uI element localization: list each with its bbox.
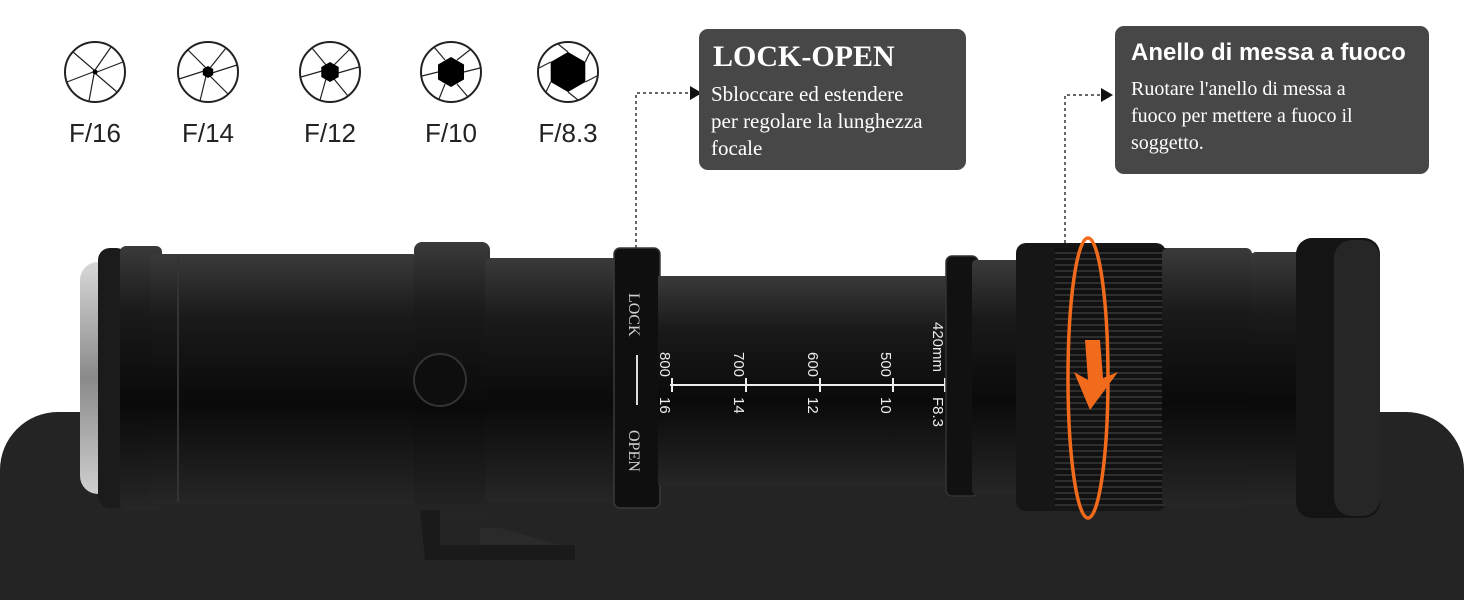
focus-callout-connector: [1064, 88, 1113, 243]
mid-barrel: [485, 258, 620, 502]
aperture-label: F/10: [424, 118, 478, 148]
aperture-item: F/16: [55, 40, 135, 149]
zoom-mark-aperture: 16: [656, 397, 673, 414]
focus-ring-callout: Anello di messa a fuoco Ruotare l'anello…: [1115, 26, 1429, 174]
aperture-label: F/12: [303, 118, 357, 148]
lock-open-description: Sbloccare ed estendere per regolare la l…: [711, 81, 954, 162]
aperture-item: F/8.3: [528, 40, 608, 149]
zoom-mark-focal: 600: [804, 352, 821, 377]
lock-open-callout: LOCK-OPEN Sbloccare ed estendere per reg…: [699, 29, 966, 170]
aperture-label: F/14: [181, 118, 235, 148]
description-line: per regolare la lunghezza: [711, 109, 923, 133]
focal-length-scale: 800 16 700 14 600 12 500 10 420mm F8.3: [656, 322, 946, 427]
aperture-icon-f14: [177, 41, 239, 103]
aperture-item: F/14: [168, 40, 248, 149]
aperture-icon-f16: [64, 41, 126, 103]
zoom-mark-focal: 420mm: [929, 322, 946, 372]
rear-barrel: [150, 254, 420, 504]
focus-rotation-arrow-icon: [1066, 236, 1118, 520]
zoom-mark-aperture: 10: [877, 397, 894, 414]
zoom-mark-aperture: 14: [730, 397, 747, 414]
lock-callout-connector: [635, 86, 702, 248]
focus-ring-description: Ruotare l'anello di messa a fuoco per me…: [1131, 76, 1413, 157]
zoom-mark-focal: 800: [656, 352, 673, 377]
aperture-icon-f12: [299, 41, 361, 103]
aperture-label: F/16: [68, 118, 122, 148]
zoom-tube: [658, 276, 953, 486]
zoom-mark-aperture: F8.3: [929, 397, 946, 427]
aperture-icon-f8-3: [537, 41, 599, 103]
open-label: OPEN: [625, 430, 642, 472]
description-line: soggetto.: [1131, 132, 1204, 154]
aperture-label: F/8.3: [538, 118, 598, 148]
lens-mount: [80, 246, 162, 510]
focus-ring: [1016, 243, 1252, 511]
description-line: Ruotare l'anello di messa a: [1131, 78, 1346, 100]
aperture-item: F/12: [290, 40, 370, 149]
zoom-mark-focal: 500: [877, 352, 894, 377]
lock-label: LOCK: [625, 293, 642, 337]
lock-open-ring: LOCK OPEN: [613, 247, 661, 509]
description-line: focale: [711, 136, 763, 160]
aperture-item: F/10: [411, 40, 491, 149]
description-line: fuoco per mettere a fuoco il: [1131, 105, 1353, 127]
focus-ring-title: Anello di messa a fuoco: [1131, 39, 1406, 66]
collar-lock-knob: [413, 353, 467, 407]
aperture-icon-f10: [420, 41, 482, 103]
description-line: Sbloccare ed estendere: [711, 82, 904, 106]
front-hood: [1250, 238, 1380, 518]
zoom-mark-aperture: 12: [804, 397, 821, 414]
lock-open-title: LOCK-OPEN: [713, 40, 895, 73]
zoom-mark-focal: 700: [730, 352, 747, 377]
tripod-collar: [413, 242, 575, 560]
